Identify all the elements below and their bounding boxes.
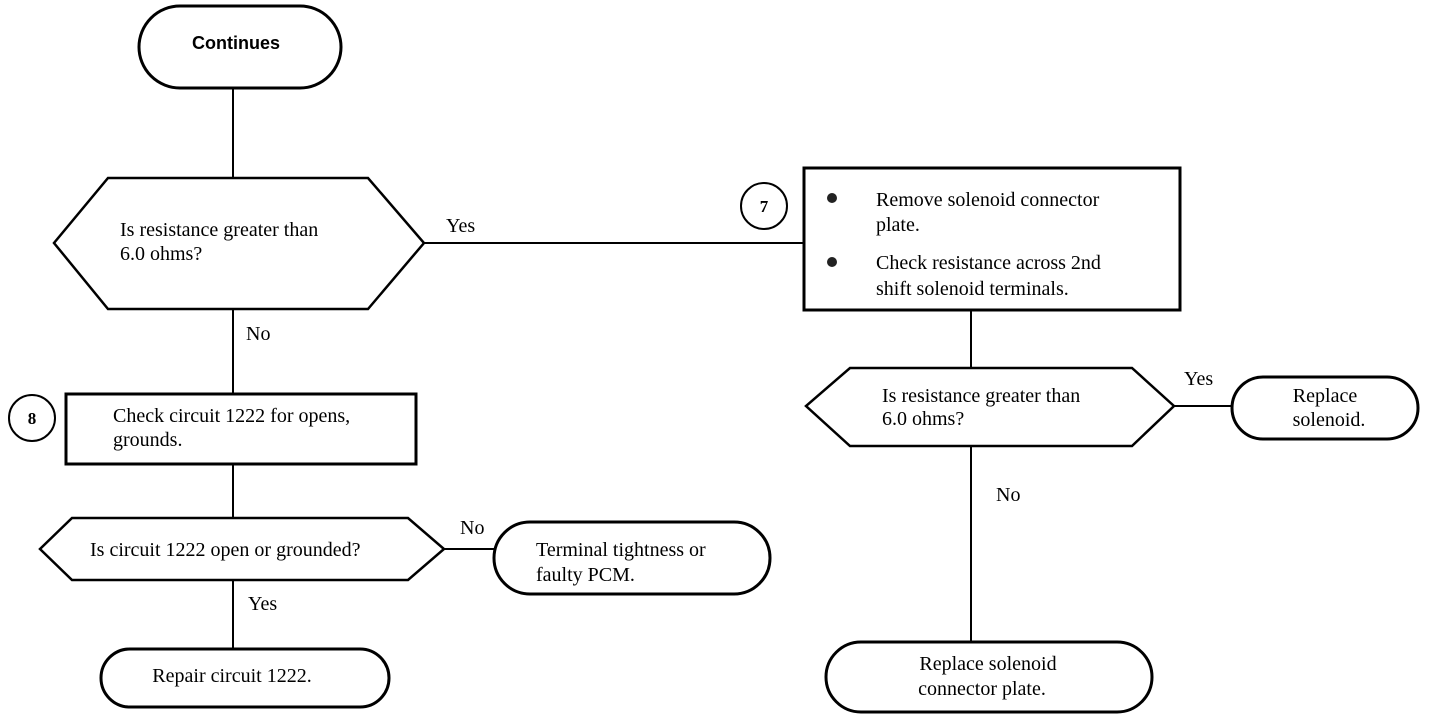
edge-label-circuit-yes: Yes xyxy=(248,593,277,615)
repair-circuit-terminal: Repair circuit 1222. xyxy=(99,647,391,709)
replace-connector-plate-line-1: Replace solenoid xyxy=(919,653,1056,675)
step8-box-shape xyxy=(64,392,418,466)
repair-circuit-shape xyxy=(99,647,391,709)
edge-label-solenoid-no: No xyxy=(996,484,1020,506)
decision-resistance-solenoid-line-1: Is resistance greater than xyxy=(882,385,1080,407)
step7-box-shape xyxy=(802,166,1182,312)
step7-bullet-1-line-1: Remove solenoid connector xyxy=(876,189,1100,211)
step7-bullet-2-line-2: shift solenoid terminals. xyxy=(876,278,1069,300)
step8-line-1: Check circuit 1222 for opens, xyxy=(113,405,350,427)
decision-circuit-open: Is circuit 1222 open or grounded? xyxy=(38,516,446,582)
decision-resistance-main: Is resistance greater than 6.0 ohms? xyxy=(52,176,426,311)
step7-instructions: 7 Remove solenoid connector plate. Check… xyxy=(740,166,1182,312)
step7-bullet-2 xyxy=(827,257,837,267)
replace-connector-plate-shape xyxy=(824,640,1154,714)
replace-solenoid-shape xyxy=(1230,375,1420,441)
decision-resistance-solenoid-line-2: 6.0 ohms? xyxy=(882,408,964,430)
replace-solenoid-terminal: Replace solenoid. xyxy=(1230,375,1420,441)
start-terminal-label: Continues xyxy=(192,33,280,53)
edge-label-circuit-no: No xyxy=(460,517,484,539)
decision-resistance-solenoid-shape xyxy=(804,366,1176,448)
step7-number: 7 xyxy=(760,197,769,216)
step8-number: 8 xyxy=(28,409,37,428)
start-terminal: Continues xyxy=(137,4,343,90)
start-terminal-shape xyxy=(137,4,343,90)
terminal-tightness-line-1: Terminal tightness or xyxy=(536,539,706,561)
decision-circuit-open-shape xyxy=(38,516,446,582)
decision-resistance-solenoid: Is resistance greater than 6.0 ohms? xyxy=(804,366,1176,448)
decision-resistance-main-shape xyxy=(52,176,426,311)
decision-resistance-main-line-2: 6.0 ohms? xyxy=(120,243,202,265)
step7-bullet-2-line-1: Check resistance across 2nd xyxy=(876,252,1101,274)
repair-circuit-label: Repair circuit 1222. xyxy=(152,665,311,687)
step8-instructions: 8 Check circuit 1222 for opens, grounds. xyxy=(8,392,418,466)
step7-number-circle xyxy=(740,182,788,230)
step7-bullet-1 xyxy=(827,193,837,203)
edge-label-main-no: No xyxy=(246,323,270,345)
terminal-tightness-terminal: Terminal tightness or faulty PCM. xyxy=(492,520,772,596)
terminal-tightness-line-2: faulty PCM. xyxy=(536,564,635,586)
decision-resistance-main-line-1: Is resistance greater than xyxy=(120,219,318,241)
step7-bullet-1-line-2: plate. xyxy=(876,214,920,236)
replace-solenoid-line-2: solenoid. xyxy=(1293,409,1366,431)
decision-circuit-open-label: Is circuit 1222 open or grounded? xyxy=(90,539,361,561)
step8-line-2: grounds. xyxy=(113,429,182,451)
step8-number-circle xyxy=(8,394,56,442)
edge-label-main-yes: Yes xyxy=(446,215,475,237)
connectors xyxy=(232,88,1232,649)
replace-solenoid-line-1: Replace xyxy=(1293,385,1358,407)
replace-connector-plate-line-2: connector plate. xyxy=(918,678,1046,700)
edge-label-solenoid-yes: Yes xyxy=(1184,368,1213,390)
terminal-tightness-shape xyxy=(492,520,772,596)
replace-connector-plate-terminal: Replace solenoid connector plate. xyxy=(824,640,1154,714)
